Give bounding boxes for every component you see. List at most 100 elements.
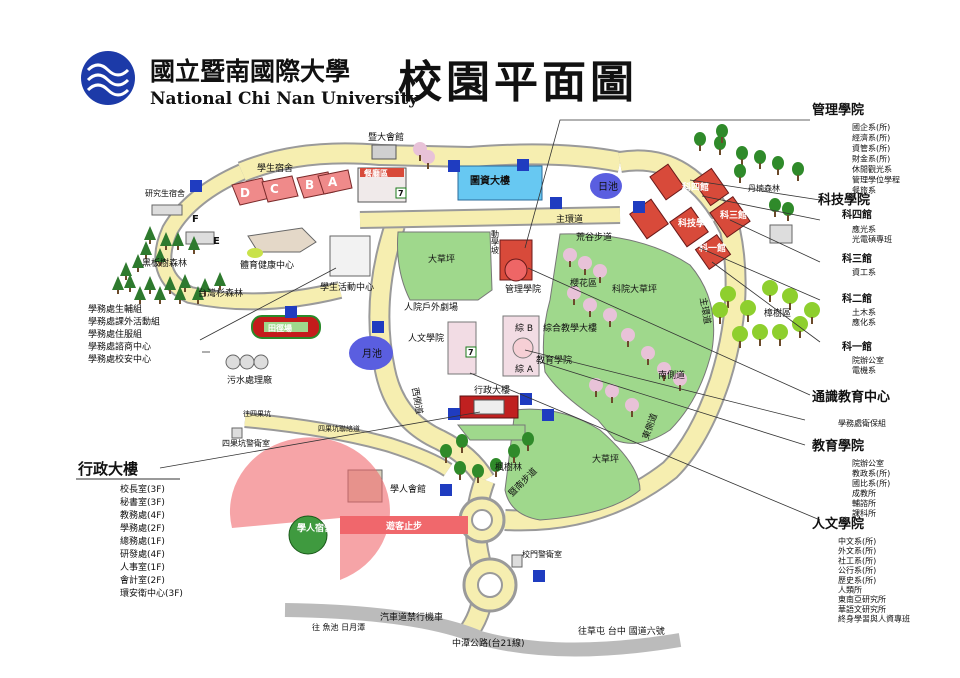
- dorm-c-label: C: [270, 182, 279, 196]
- tree-icon: [154, 286, 166, 304]
- dining-label: 餐廳區: [363, 168, 388, 178]
- ncnu-hall-label: 暨大會館: [368, 131, 404, 143]
- sci1-item-1: 院辦公室: [852, 355, 884, 365]
- tree-icon: [714, 136, 726, 155]
- admin-bldg-label: 行政大樓: [474, 384, 510, 396]
- edu-item-4: 成教所: [852, 488, 876, 498]
- tree-icon: [782, 288, 798, 310]
- library-label: 圖資大樓: [470, 174, 510, 187]
- edu-item-5: 輔諮所: [852, 498, 876, 508]
- ncnu-hall-building: [371, 144, 397, 160]
- science-lawn-label: 科院大草坪: [612, 283, 657, 295]
- health-item: 學務處衛保組: [838, 418, 886, 428]
- sikeng-road-label: 四果坑聯絡道: [318, 424, 360, 433]
- admin-building: [459, 395, 519, 419]
- sci3-item-1: 資工系: [852, 267, 876, 277]
- sikeng-label: 往四果坑: [243, 409, 271, 418]
- dorm-d-label: D: [240, 186, 250, 200]
- track-label: 田徑場: [268, 323, 292, 333]
- tree-icon: [782, 202, 794, 221]
- tree-icon: [694, 132, 706, 151]
- student-center-label: 學生活動中心: [320, 281, 374, 293]
- edu-item-3: 國比系(所): [852, 478, 890, 488]
- sci4-title: 科四館: [842, 208, 872, 221]
- dorm-a-label: A: [328, 175, 338, 189]
- admin-item-2: 秘書室(3F): [120, 496, 165, 508]
- humanities-item-9: 終身學習與人資專班: [838, 614, 910, 624]
- humanities-item-5: 歷史系(所): [838, 575, 876, 585]
- scholar-dorm-complex: [229, 437, 390, 580]
- tree-icon: [112, 276, 124, 294]
- admin-item-3: 教務處(4F): [120, 509, 165, 521]
- cherry-label: 櫻花區: [570, 277, 597, 289]
- slope-label: 動學坡: [491, 230, 500, 255]
- mgmt-item-3: 資管系(所): [852, 143, 890, 153]
- black-forest-label: 黑板樹森林: [142, 257, 187, 269]
- no-car-label: 遊客止步: [386, 520, 422, 532]
- edu-item-1: 院辦公室: [852, 458, 884, 468]
- tree-icon: [792, 162, 804, 181]
- gym-building: [247, 227, 317, 253]
- university-logo-icon: [81, 51, 135, 105]
- tree-icon: [754, 150, 766, 169]
- sci4-map-label: 科四館: [682, 181, 709, 193]
- svg-text:7: 7: [398, 189, 404, 198]
- scholar-dorm-label: 學人宿舍: [297, 522, 334, 534]
- tree-icon: [214, 272, 226, 290]
- humanities-legend-title: 人文學院: [812, 516, 864, 532]
- sci2-item-1: 土木系: [852, 307, 876, 317]
- teaching-building: [502, 315, 540, 377]
- student-dorms: D C B A: [231, 169, 353, 206]
- humanities-bldg-label: 人文學院: [408, 332, 444, 344]
- sun-pond-label: 日池: [598, 180, 618, 193]
- humanities-legend-list: 中文系(所)外文系(所)社工系(所)公行系(所)歷史系(所)人類所東南亞研究所華…: [838, 536, 910, 624]
- cedar-forest-label: 台灣杉森林: [198, 287, 243, 299]
- dorm-f-label: F: [192, 214, 199, 225]
- sewage-label: 污水處理廠: [227, 374, 272, 386]
- tree-icon: [772, 156, 784, 175]
- highway-label: 中潭公路(台21線): [452, 637, 524, 649]
- teaching-bldg-label: 綜合教學大樓: [543, 322, 597, 334]
- tree-icon: [752, 324, 768, 346]
- edu-bldg-label: 教育學院: [536, 354, 572, 366]
- map-title: 校園平面圖: [398, 57, 638, 108]
- student-affairs-item-5: 學務處校安中心: [88, 353, 151, 365]
- humanities-item-8: 華語文研究所: [838, 604, 886, 614]
- sun-pond: [590, 173, 622, 199]
- great-lawn-label: 大草坪: [428, 253, 455, 265]
- flower-valley-label: 荒谷步道: [576, 231, 612, 243]
- guesthouse-label: 學人會館: [390, 483, 426, 495]
- svg-text:7: 7: [468, 348, 474, 357]
- student-affairs-item-4: 學務處諮商中心: [88, 341, 151, 353]
- moon-pond-label: 月池: [362, 347, 382, 360]
- grad-dorm-label: 研究生宿舍: [145, 188, 185, 198]
- maple-forest-label: 楓樹林: [495, 461, 522, 473]
- edu-item-6: 課科所: [852, 508, 876, 518]
- dorm-label: 學生宿舍: [257, 162, 293, 174]
- admin-item-8: 會計室(2F): [120, 574, 165, 586]
- gate-guard-label: 校門警衛室: [522, 549, 562, 559]
- student-affairs-item-3: 學務處住服組: [88, 328, 142, 340]
- science-buildings: [629, 163, 751, 270]
- admin-legend-title: 行政大樓: [77, 460, 138, 478]
- tree-icon: [144, 226, 156, 244]
- humanities-item-4: 公行系(所): [838, 565, 876, 575]
- sci2-item-2: 應化系: [852, 317, 876, 327]
- university-name-zh: 國立暨南國際大學: [150, 57, 350, 86]
- leader-lines: [159, 119, 821, 521]
- great-lawn2-label: 大草坪: [592, 453, 619, 465]
- sci1-title: 科一館: [842, 340, 872, 353]
- student-center-building: [329, 235, 371, 277]
- gym-label: 體育健康中心: [240, 259, 294, 271]
- science-legend-title: 科技學院: [818, 192, 870, 208]
- mgmt-item-7: 餐旅系: [852, 185, 876, 195]
- sci3-title: 科三館: [842, 252, 872, 265]
- tech-bldg-label: 科技學院: [678, 217, 714, 229]
- tree-icon: [734, 164, 746, 183]
- admin-item-4: 學務處(2F): [120, 522, 165, 534]
- main-road-label: 主環道: [556, 213, 583, 225]
- to-yuchi-label: 往 魚池 日月潭: [312, 622, 365, 632]
